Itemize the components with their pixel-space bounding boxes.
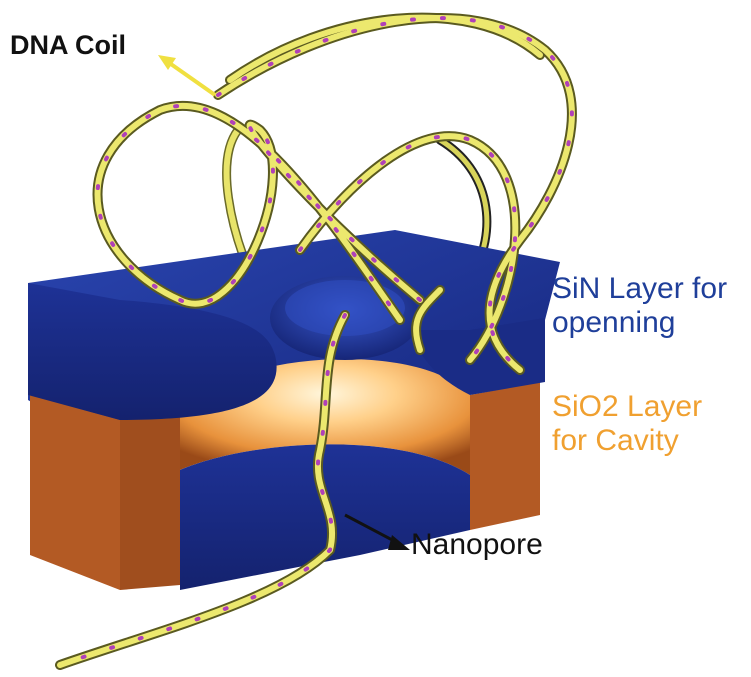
sio2-layer-front — [120, 412, 180, 590]
dna-coil-arrow — [158, 55, 217, 97]
dna-coil-label: DNA Coil — [10, 30, 126, 60]
sio2-layer-right — [470, 382, 540, 530]
sin-layer-label: SiN Layer for openning — [552, 272, 727, 339]
sin-layer-label-line2: openning — [552, 305, 676, 339]
sio2-layer-label-line1: SiO2 Layer — [552, 390, 703, 423]
nanopore-label: Nanopore — [411, 528, 543, 561]
sin-layer-front-left — [28, 283, 277, 420]
sio2-layer-left — [30, 395, 120, 590]
sio2-layer-label-line2: for Cavity — [552, 423, 679, 457]
nanopore-arrow — [344, 513, 410, 550]
sin-layer-label-line1: SiN Layer for — [552, 272, 728, 305]
sio2-layer-label: SiO2 Layer for Cavity — [552, 390, 702, 457]
dna-coil-front — [55, 12, 577, 670]
